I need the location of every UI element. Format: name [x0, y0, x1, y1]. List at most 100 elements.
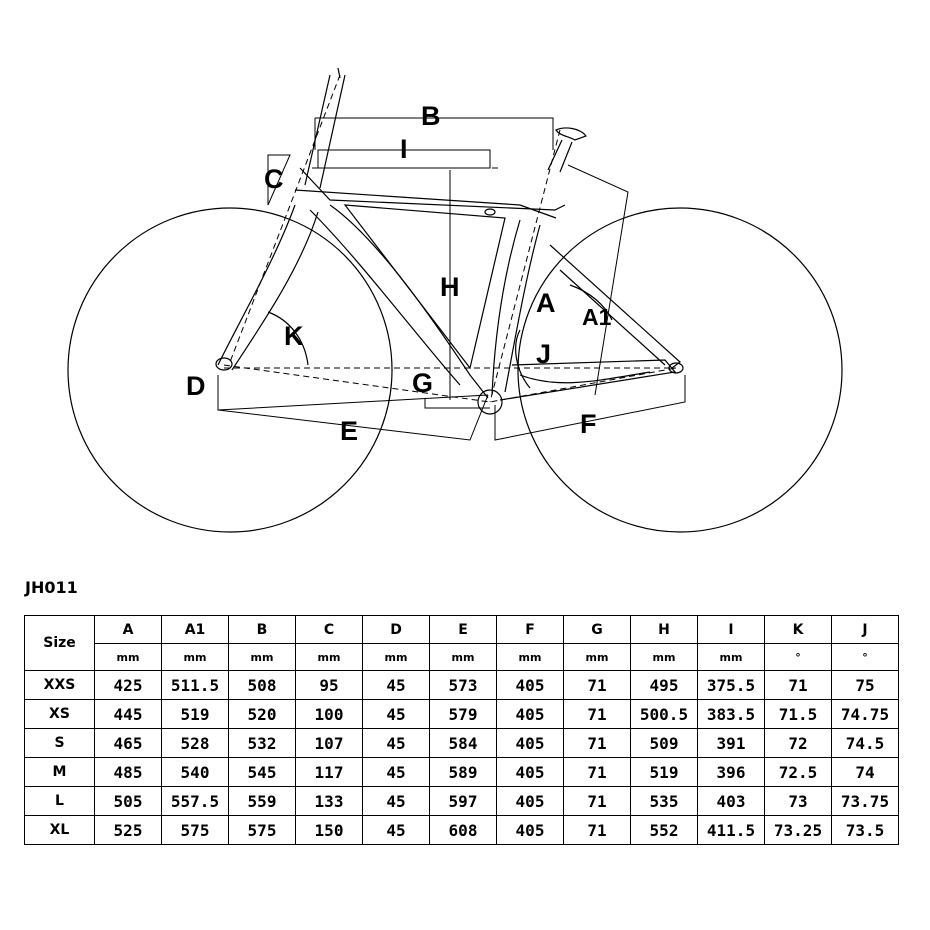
label-A1: A1: [582, 304, 612, 330]
dim-E-box: [217, 375, 489, 441]
unit-cell: mm: [429, 643, 497, 671]
unit-cell: °: [764, 643, 832, 671]
column-header-f: F: [496, 615, 564, 644]
value-cell: 71: [563, 815, 631, 845]
value-cell: 519: [161, 699, 229, 729]
value-cell: 71: [563, 757, 631, 787]
value-cell: 485: [94, 757, 162, 787]
value-cell: 584: [429, 728, 497, 758]
saddle: [555, 127, 587, 141]
value-cell: 405: [496, 815, 564, 845]
column-header-k: K: [764, 615, 832, 644]
column-header-g: G: [563, 615, 631, 644]
fork: [217, 204, 319, 371]
dim-B-box: [314, 117, 554, 150]
value-cell: 545: [228, 757, 296, 787]
value-cell: 511.5: [161, 670, 229, 700]
value-cell: 579: [429, 699, 497, 729]
value-cell: 597: [429, 786, 497, 816]
value-cell: 117: [295, 757, 363, 787]
column-header-a1: A1: [161, 615, 229, 644]
dim-A-box: [567, 164, 629, 396]
value-cell: 573: [429, 670, 497, 700]
value-cell: 608: [429, 815, 497, 845]
value-cell: 405: [496, 757, 564, 787]
value-cell: 525: [94, 815, 162, 845]
size-cell: XL: [24, 815, 95, 845]
column-header-i: I: [697, 615, 765, 644]
frame-outline: [294, 167, 681, 401]
value-cell: 396: [697, 757, 765, 787]
value-cell: 589: [429, 757, 497, 787]
steerer: [304, 74, 346, 189]
value-cell: 150: [295, 815, 363, 845]
value-cell: 107: [295, 728, 363, 758]
value-cell: 45: [362, 728, 430, 758]
value-cell: 45: [362, 815, 430, 845]
front-wheel: [67, 207, 393, 533]
column-header-a: A: [94, 615, 162, 644]
dim-F-box: [494, 375, 686, 441]
value-cell: 45: [362, 757, 430, 787]
dim-I-box: [317, 149, 491, 169]
value-cell: 74.75: [831, 699, 899, 729]
value-cell: 45: [362, 670, 430, 700]
value-cell: 575: [161, 815, 229, 845]
value-cell: 508: [228, 670, 296, 700]
value-cell: 71.5: [764, 699, 832, 729]
value-cell: 509: [630, 728, 698, 758]
value-cell: 520: [228, 699, 296, 729]
angle-J-arc: [515, 329, 531, 389]
dim-C-box: [267, 154, 291, 206]
value-cell: 495: [630, 670, 698, 700]
value-cell: 71: [563, 699, 631, 729]
unit-cell: mm: [496, 643, 564, 671]
label-B: B: [421, 101, 441, 131]
label-F: F: [580, 409, 597, 439]
value-cell: 375.5: [697, 670, 765, 700]
dim-G-line: [424, 398, 490, 409]
rear-wheel: [517, 207, 843, 533]
label-J: J: [536, 339, 551, 369]
value-cell: 391: [697, 728, 765, 758]
value-cell: 133: [295, 786, 363, 816]
value-cell: 95: [295, 670, 363, 700]
value-cell: 405: [496, 699, 564, 729]
size-cell: S: [24, 728, 95, 758]
label-G: G: [412, 368, 433, 398]
seatpost: [547, 139, 573, 173]
unit-cell: °: [831, 643, 899, 671]
value-cell: 73.5: [831, 815, 899, 845]
value-cell: 557.5: [161, 786, 229, 816]
size-cell: XXS: [24, 670, 95, 700]
front-dropout: [215, 357, 233, 371]
size-header: Size: [24, 615, 95, 671]
value-cell: 45: [362, 786, 430, 816]
column-header-h: H: [630, 615, 698, 644]
value-cell: 72: [764, 728, 832, 758]
unit-cell: mm: [563, 643, 631, 671]
value-cell: 71: [764, 670, 832, 700]
value-cell: 73.75: [831, 786, 899, 816]
value-cell: 575: [228, 815, 296, 845]
value-cell: 552: [630, 815, 698, 845]
size-cell: XS: [24, 699, 95, 729]
value-cell: 405: [496, 670, 564, 700]
label-H: H: [440, 272, 460, 302]
bottom-bracket: [477, 389, 503, 415]
label-K: K: [284, 321, 304, 351]
value-cell: 383.5: [697, 699, 765, 729]
size-cell: M: [24, 757, 95, 787]
value-cell: 532: [228, 728, 296, 758]
value-cell: 540: [161, 757, 229, 787]
column-header-c: C: [295, 615, 363, 644]
column-header-b: B: [228, 615, 296, 644]
column-header-d: D: [362, 615, 430, 644]
unit-cell: mm: [295, 643, 363, 671]
